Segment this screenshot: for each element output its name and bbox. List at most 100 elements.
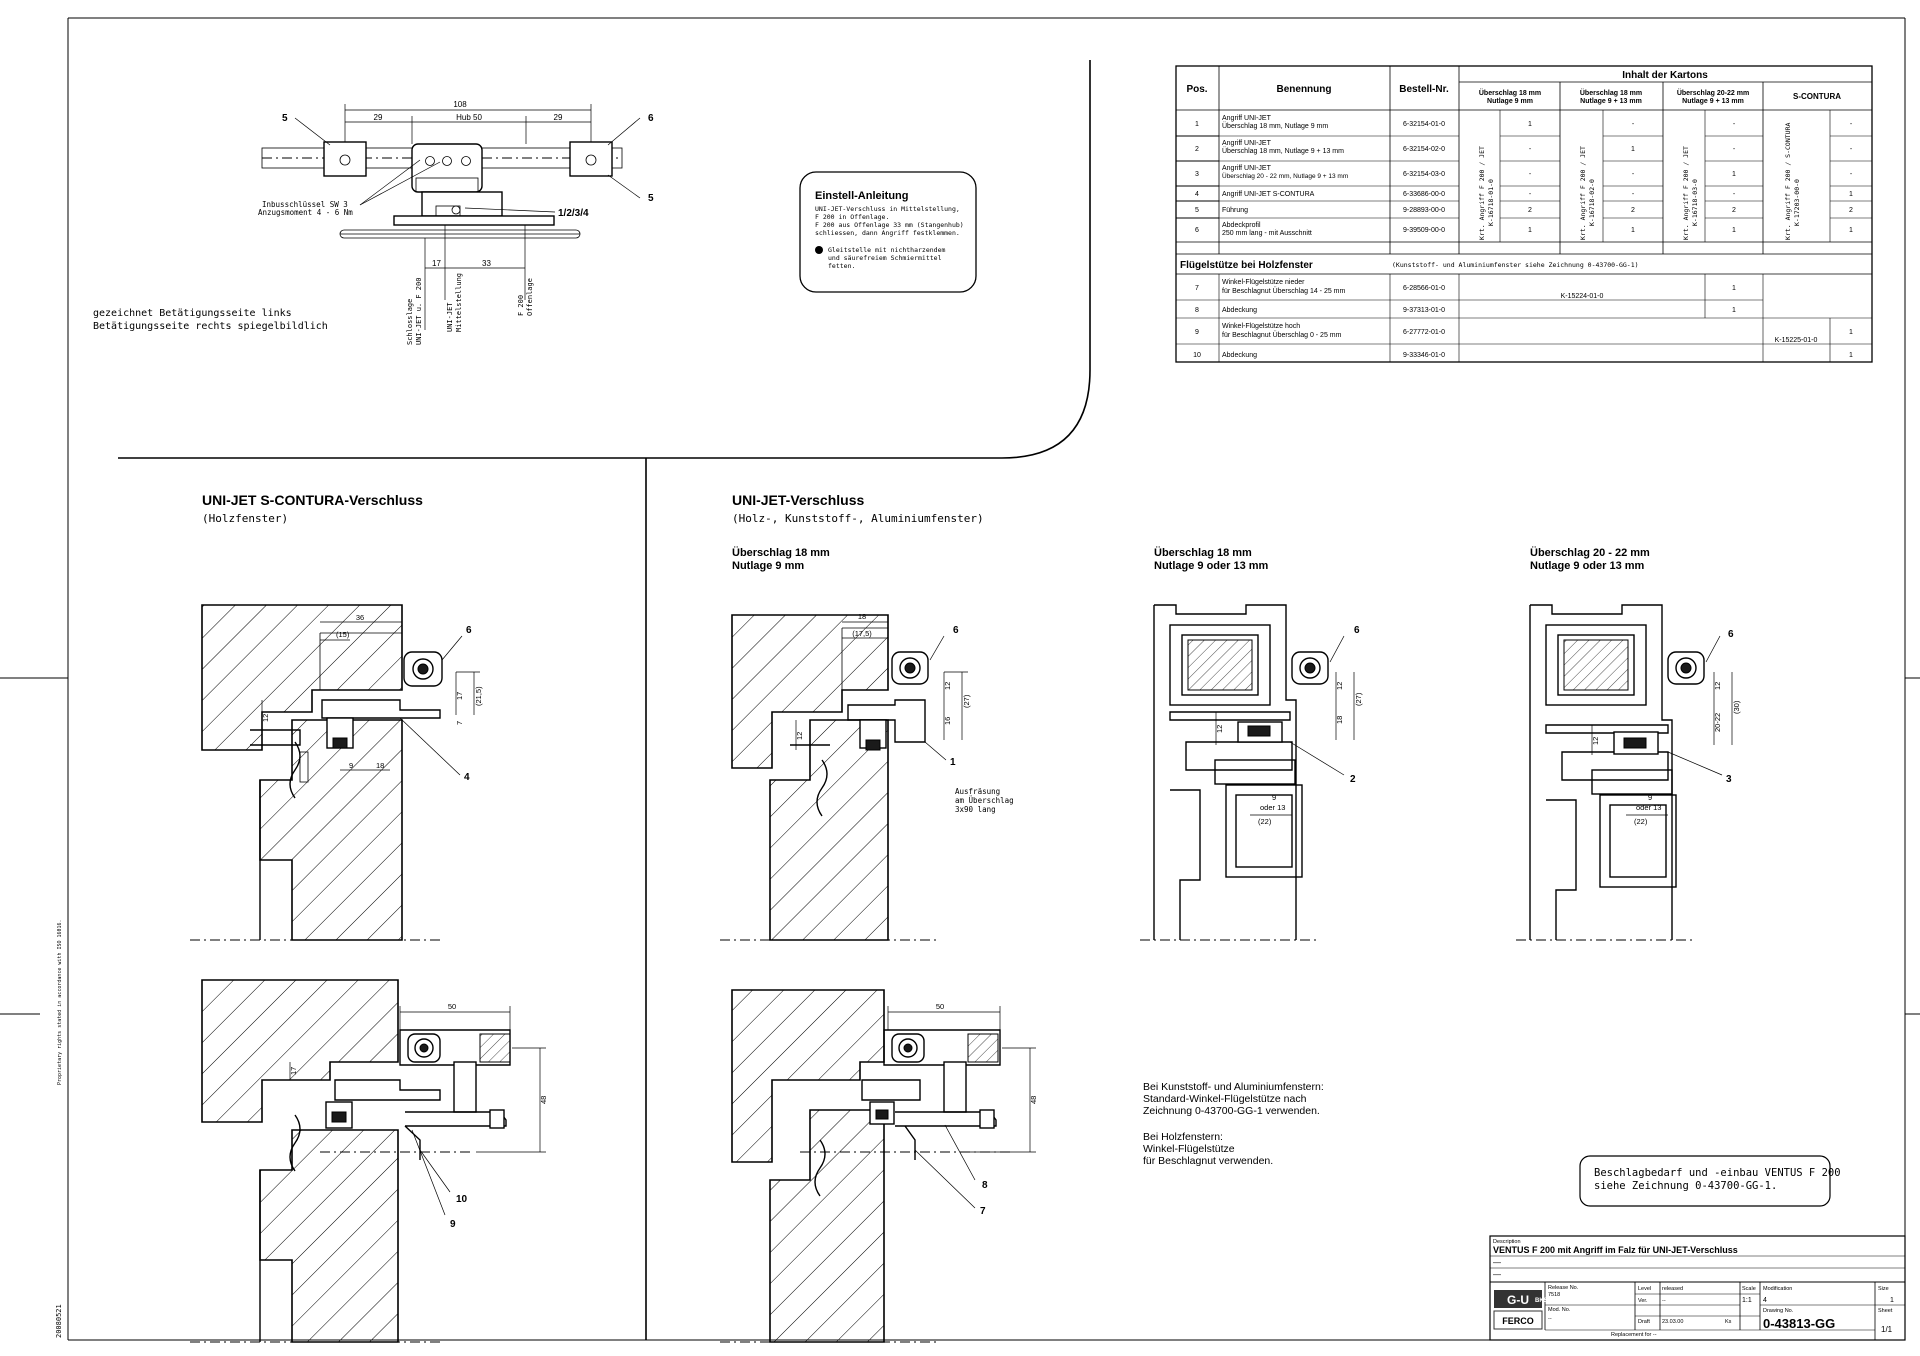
company-logo: G-U FERCO BKS [1493,1290,1548,1330]
table-rows-2: 7 Winkel-Flügelstütze nieder für Beschla… [1193,279,1853,359]
label-5-right: 5 [648,193,654,204]
group-4-kit-2: K-17203-00-0 [1793,179,1801,226]
group-1-kit-2: K-16718-01-0 [1487,179,1495,226]
s3-dim-27: (27) [1354,692,1363,706]
row-2-q4: - [1850,146,1853,153]
row-1-q1: 1 [1528,121,1532,128]
s4-dim-oder: oder 13 [1636,803,1661,812]
row-1-name-1: Angriff UNI-JET [1222,115,1272,122]
einstell-title: Einstell-Anleitung [815,190,909,202]
s1-dim-12: 12 [261,714,270,722]
note-drawn-2: Betätigungsseite rechts spiegelbildlich [93,321,328,332]
svg-text:Standard-Winkel-Flügelstütze n: Standard-Winkel-Flügelstütze nach [1143,1093,1307,1105]
svg-text:Modification: Modification [1763,1286,1792,1292]
beschlag-note-1: Beschlagbedarf und -einbau VENTUS F 200 [1594,1167,1841,1179]
row-10-pos: 10 [1193,352,1201,359]
row-10-name-1: Abdeckung [1222,352,1257,359]
s2-dim-12b: 12 [795,732,804,740]
margin-date: 20080521 [55,1304,63,1338]
s1-dim-17: 17 [455,692,464,700]
group-3-kit-2: K-16718-03-0 [1691,179,1699,226]
s4-dim-12b: 12 [1591,737,1600,745]
group-1-title-1: Überschlag 18 mm [1479,88,1541,97]
s1-dim-215: (21,5) [474,686,483,706]
dim-hub: Hub 50 [456,113,482,122]
s4-dim-12: 12 [1713,682,1722,690]
svg-text:Sheet: Sheet [1878,1308,1893,1314]
dim-29-right: 29 [554,113,563,122]
row-7-q: 1 [1732,285,1736,292]
s2-dim-12: 12 [943,682,952,690]
row-8-q: 1 [1732,307,1736,314]
einstell-line-1: UNI-JET-Verschluss in Mittelstellung, [815,205,960,213]
tb-desc-label: Description [1493,1239,1521,1245]
grease-line-2: und säurefreiem Schmiermittel [828,254,942,262]
pos-label-1: 1 [950,757,956,768]
s3-dim-12: 12 [1335,682,1344,690]
row-5-pos: 5 [1195,207,1199,214]
section-title-fluegelstuetze: Flügelstütze bei Holzfenster [1180,260,1313,271]
s1-dim-9: 9 [349,761,353,770]
variant-1-line-1: Überschlag 18 mm [732,546,830,559]
scontura-title: UNI-JET S-CONTURA-Verschluss [202,492,423,508]
unijet-title: UNI-JET-Verschluss [732,492,864,508]
row-4-name-1: Angriff UNI-JET S-CONTURA [1222,191,1315,198]
svg-text:Scale: Scale [1742,1286,1756,1292]
svg-text:Replacement for --: Replacement for -- [1611,1332,1657,1338]
row-3-nr: 6-32154-03-0 [1403,171,1445,178]
table-header-inhalt: Inhalt der Kartons [1622,70,1708,81]
variant-2-line-1: Überschlag 18 mm [1154,546,1252,559]
s4-dim-22: (22) [1634,817,1648,826]
row-6-name-1: Abdeckprofil [1222,222,1261,229]
s2-dim-175: (17,5) [852,629,872,638]
s2-dim-18: 18 [858,612,866,621]
row-7-name-2: für Beschlagnut Überschlag 14 - 25 mm [1222,287,1346,295]
row-3-q1: - [1529,171,1532,178]
row-6-nr: 9-39509-00-0 [1403,227,1445,234]
svg-text:Drawing No.: Drawing No. [1763,1308,1794,1314]
row-3-pos: 3 [1195,171,1199,178]
vlabel-mittelstellung: UNI-JET [446,302,454,332]
row-7-name-1: Winkel-Flügelstütze nieder [1222,279,1305,286]
pos-label-2: 2 [1350,774,1356,785]
section-scontura-upper [190,604,480,941]
group-3-title-1: Überschlag 20-22 mm [1677,88,1749,97]
ausfraesung-1: Ausfräsung [955,787,1000,796]
group-2-kit-1: Krt. Angriff F 200 / JET [1579,146,1587,240]
svg-text:--: -- [1548,1316,1552,1322]
section-pvc-profile [1140,604,1355,941]
svg-text:1: 1 [1890,1297,1894,1304]
row-9-name-1: Winkel-Flügelstütze hoch [1222,323,1300,330]
row-4-q2: - [1632,191,1635,198]
row-2-nr: 6-32154-02-0 [1403,146,1445,153]
title-block-fields: Release No. 7518 Mod. No. -- Replacement… [1548,1285,1894,1338]
unijet-subtitle: (Holz-, Kunststoff-, Aluminiumfenster) [732,512,984,525]
s3-dim-oder: oder 13 [1260,803,1285,812]
svg-text:1:1: 1:1 [1742,1297,1752,1304]
b1-dim-17: 17 [289,1067,298,1075]
parts-table-grid [1175,65,1873,363]
svg-text:Bei Kunststoff- und Aluminiumf: Bei Kunststoff- und Aluminiumfenstern: [1143,1081,1324,1093]
row-9-nr: 6-27772-01-0 [1403,329,1445,336]
row-6-q2: 1 [1631,227,1635,234]
group-2-kit-2: K-16718-02-0 [1588,179,1596,226]
pos-label-6b: 6 [953,625,959,636]
dim-33: 33 [482,259,491,268]
tb-dash-1: — [1493,1258,1501,1267]
row-3-q3: 1 [1732,171,1736,178]
section-unijet-wood-lower [720,989,1036,1343]
inbus-line-1: Inbusschlüssel SW 3 [262,200,348,209]
row-9-q: 1 [1849,329,1853,336]
s3-dim-12b: 12 [1215,725,1224,733]
kit-a: K-15224-01-0 [1561,293,1604,300]
s3-dim-18: 18 [1335,716,1344,724]
row-3-name-2: Überschlag 20 - 22 mm, Nutlage 9 + 13 mm [1222,172,1348,180]
variant-3-line-2: Nutlage 9 oder 13 mm [1530,560,1645,572]
s4-dim-2022: 20-22 [1713,713,1722,732]
kunststoff-note: Bei Kunststoff- und Aluminiumfenstern: S… [1143,1081,1324,1167]
dim-29-left: 29 [374,113,383,122]
s3-dim-9: 9 [1272,793,1276,802]
row-3-name-1: Angriff UNI-JET [1222,165,1272,172]
note-drawn-1: gezeichnet Betätigungsseite links [93,308,292,319]
